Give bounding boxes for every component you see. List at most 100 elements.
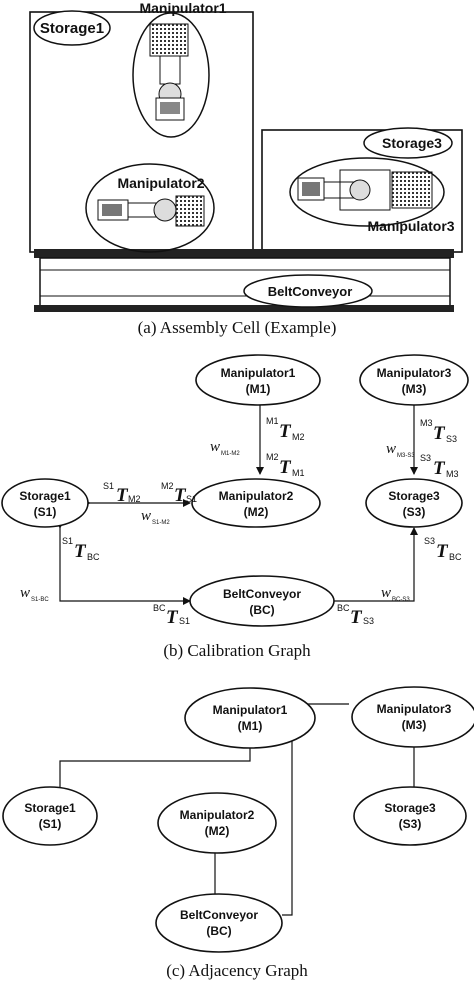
svg-text:S3: S3 <box>363 616 374 626</box>
label-storage3: Storage3 <box>382 135 442 151</box>
belt-conveyor-drawing <box>34 249 454 312</box>
caption-calibration-graph: (b) Calibration Graph <box>163 641 311 660</box>
manipulator3-ellipse <box>289 157 445 227</box>
svg-text:T: T <box>166 607 179 628</box>
svg-text:w: w <box>210 439 220 455</box>
assembly-cell-panel: Storage1 Manipulator1 Manipulator2 Stora… <box>29 0 463 337</box>
adj-edge-bc-m3 <box>282 703 349 916</box>
svg-text:T: T <box>433 458 446 479</box>
svg-text:S1: S1 <box>103 481 114 491</box>
svg-text:S1: S1 <box>62 536 73 546</box>
svg-text:w: w <box>386 441 396 457</box>
cal-node-m3-name: Manipulator3 <box>377 366 452 380</box>
cal-node-m2-abbr: (M2) <box>244 505 269 519</box>
svg-text:T: T <box>174 485 187 506</box>
cal-node-bc-name: BeltConveyor <box>223 587 301 601</box>
cal-node-m1: Manipulator1 (M1) <box>195 354 321 406</box>
weight-s1-bc: w S1-BC <box>20 585 49 603</box>
adj-node-s3: Storage3 (S3) <box>353 786 467 846</box>
svg-text:S3: S3 <box>446 434 457 444</box>
edge-bc-s3 <box>328 527 418 605</box>
weight-m1-m2: w M1-M2 <box>210 439 240 457</box>
cal-node-bc: BeltConveyor (BC) <box>189 575 335 627</box>
adj-node-s3-name: Storage3 <box>384 801 436 815</box>
svg-text:S1-BC: S1-BC <box>31 597 49 603</box>
caption-assembly-cell: (a) Assembly Cell (Example) <box>138 318 337 337</box>
svg-text:T: T <box>74 541 87 562</box>
adj-edge-s1-m1 <box>59 748 251 788</box>
svg-text:w: w <box>381 585 391 601</box>
adj-node-s1-abbr: (S1) <box>39 817 62 831</box>
svg-text:w: w <box>141 508 151 524</box>
adj-node-m3-abbr: (M3) <box>402 718 427 732</box>
cal-node-s1-abbr: (S1) <box>34 505 57 519</box>
cal-node-s3-name: Storage3 <box>388 489 440 503</box>
adj-node-m1-name: Manipulator1 <box>213 703 288 717</box>
adj-node-m2: Manipulator2 (M2) <box>157 792 277 854</box>
transform-s3-bc: S3 T BC <box>424 536 462 562</box>
adj-node-m3: Manipulator3 (M3) <box>351 686 474 748</box>
adj-node-m2-abbr: (M2) <box>205 824 230 838</box>
svg-text:M3: M3 <box>420 418 433 428</box>
label-belt-conveyor: BeltConveyor <box>268 284 353 299</box>
svg-text:M3-S3: M3-S3 <box>397 453 415 459</box>
transform-m2-s1: M2 T S1 <box>161 481 197 506</box>
svg-text:BC: BC <box>153 603 166 613</box>
adj-node-s1: Storage1 (S1) <box>2 786 98 846</box>
manipulator3-drawing <box>297 169 433 211</box>
cal-node-m2: Manipulator2 (M2) <box>191 478 321 528</box>
storage1-ellipse <box>33 10 111 46</box>
svg-text:T: T <box>350 607 363 628</box>
storage3-ellipse <box>363 127 453 159</box>
weight-s1-m2: w S1-M2 <box>141 508 170 526</box>
transform-s1-bc: S1 T BC <box>62 536 100 562</box>
svg-text:S3: S3 <box>424 536 435 546</box>
cal-node-s1: Storage1 (S1) <box>1 478 89 528</box>
manipulator2-ellipse <box>85 163 215 253</box>
label-storage1: Storage1 <box>40 20 104 37</box>
svg-text:T: T <box>436 541 449 562</box>
transform-s1-m2: S1 T M2 <box>103 481 141 506</box>
label-manipulator2: Manipulator2 <box>117 175 204 191</box>
manipulator2-drawing <box>97 195 205 227</box>
svg-text:M1: M1 <box>266 416 279 426</box>
cal-node-s1-name: Storage1 <box>19 489 71 503</box>
svg-text:S1: S1 <box>186 494 197 504</box>
svg-text:w: w <box>20 585 30 601</box>
caption-adjacency-graph: (c) Adjacency Graph <box>166 961 308 980</box>
svg-text:M2: M2 <box>292 432 305 442</box>
cal-node-s3: Storage3 (S3) <box>365 478 463 528</box>
label-manipulator1: Manipulator1 <box>139 0 226 16</box>
svg-text:T: T <box>116 485 129 506</box>
adj-node-bc-name: BeltConveyor <box>180 908 258 922</box>
transform-bc-s3: BC T S3 <box>337 603 374 628</box>
transform-bc-s1: BC T S1 <box>153 603 190 628</box>
edge-s1-bc <box>56 521 191 605</box>
svg-text:M2: M2 <box>161 481 174 491</box>
svg-text:S1-M2: S1-M2 <box>152 520 170 526</box>
svg-text:M1: M1 <box>292 468 305 478</box>
svg-text:T: T <box>279 457 292 478</box>
transform-m3-s3: M3 T S3 <box>420 418 457 444</box>
adj-node-m3-name: Manipulator3 <box>377 702 452 716</box>
manipulator1-ellipse <box>132 12 210 138</box>
adj-node-s1-name: Storage1 <box>24 801 76 815</box>
cal-node-bc-abbr: (BC) <box>249 603 274 617</box>
adj-node-s3-abbr: (S3) <box>399 817 422 831</box>
adj-node-bc-abbr: (BC) <box>206 924 231 938</box>
belt-conveyor-ellipse <box>243 274 373 308</box>
manipulator1-drawing <box>149 23 189 121</box>
adj-node-m1: Manipulator1 (M1) <box>184 687 316 749</box>
transform-s3-m3: S3 T M3 <box>420 453 459 479</box>
weight-bc-s3: w BC-S3 <box>381 585 410 603</box>
svg-text:T: T <box>279 421 292 442</box>
cal-node-m1-name: Manipulator1 <box>221 366 296 380</box>
cal-node-m1-abbr: (M1) <box>246 382 271 396</box>
cal-node-s3-abbr: (S3) <box>403 505 426 519</box>
svg-text:M2: M2 <box>128 494 141 504</box>
transform-m1-m2: M1 T M2 <box>266 416 305 442</box>
svg-text:M1-M2: M1-M2 <box>221 451 240 457</box>
weight-m3-s3: w M3-S3 <box>386 441 415 459</box>
adjacency-graph-panel: Manipulator1 (M1) Manipulator3 (M3) Stor… <box>2 686 474 980</box>
